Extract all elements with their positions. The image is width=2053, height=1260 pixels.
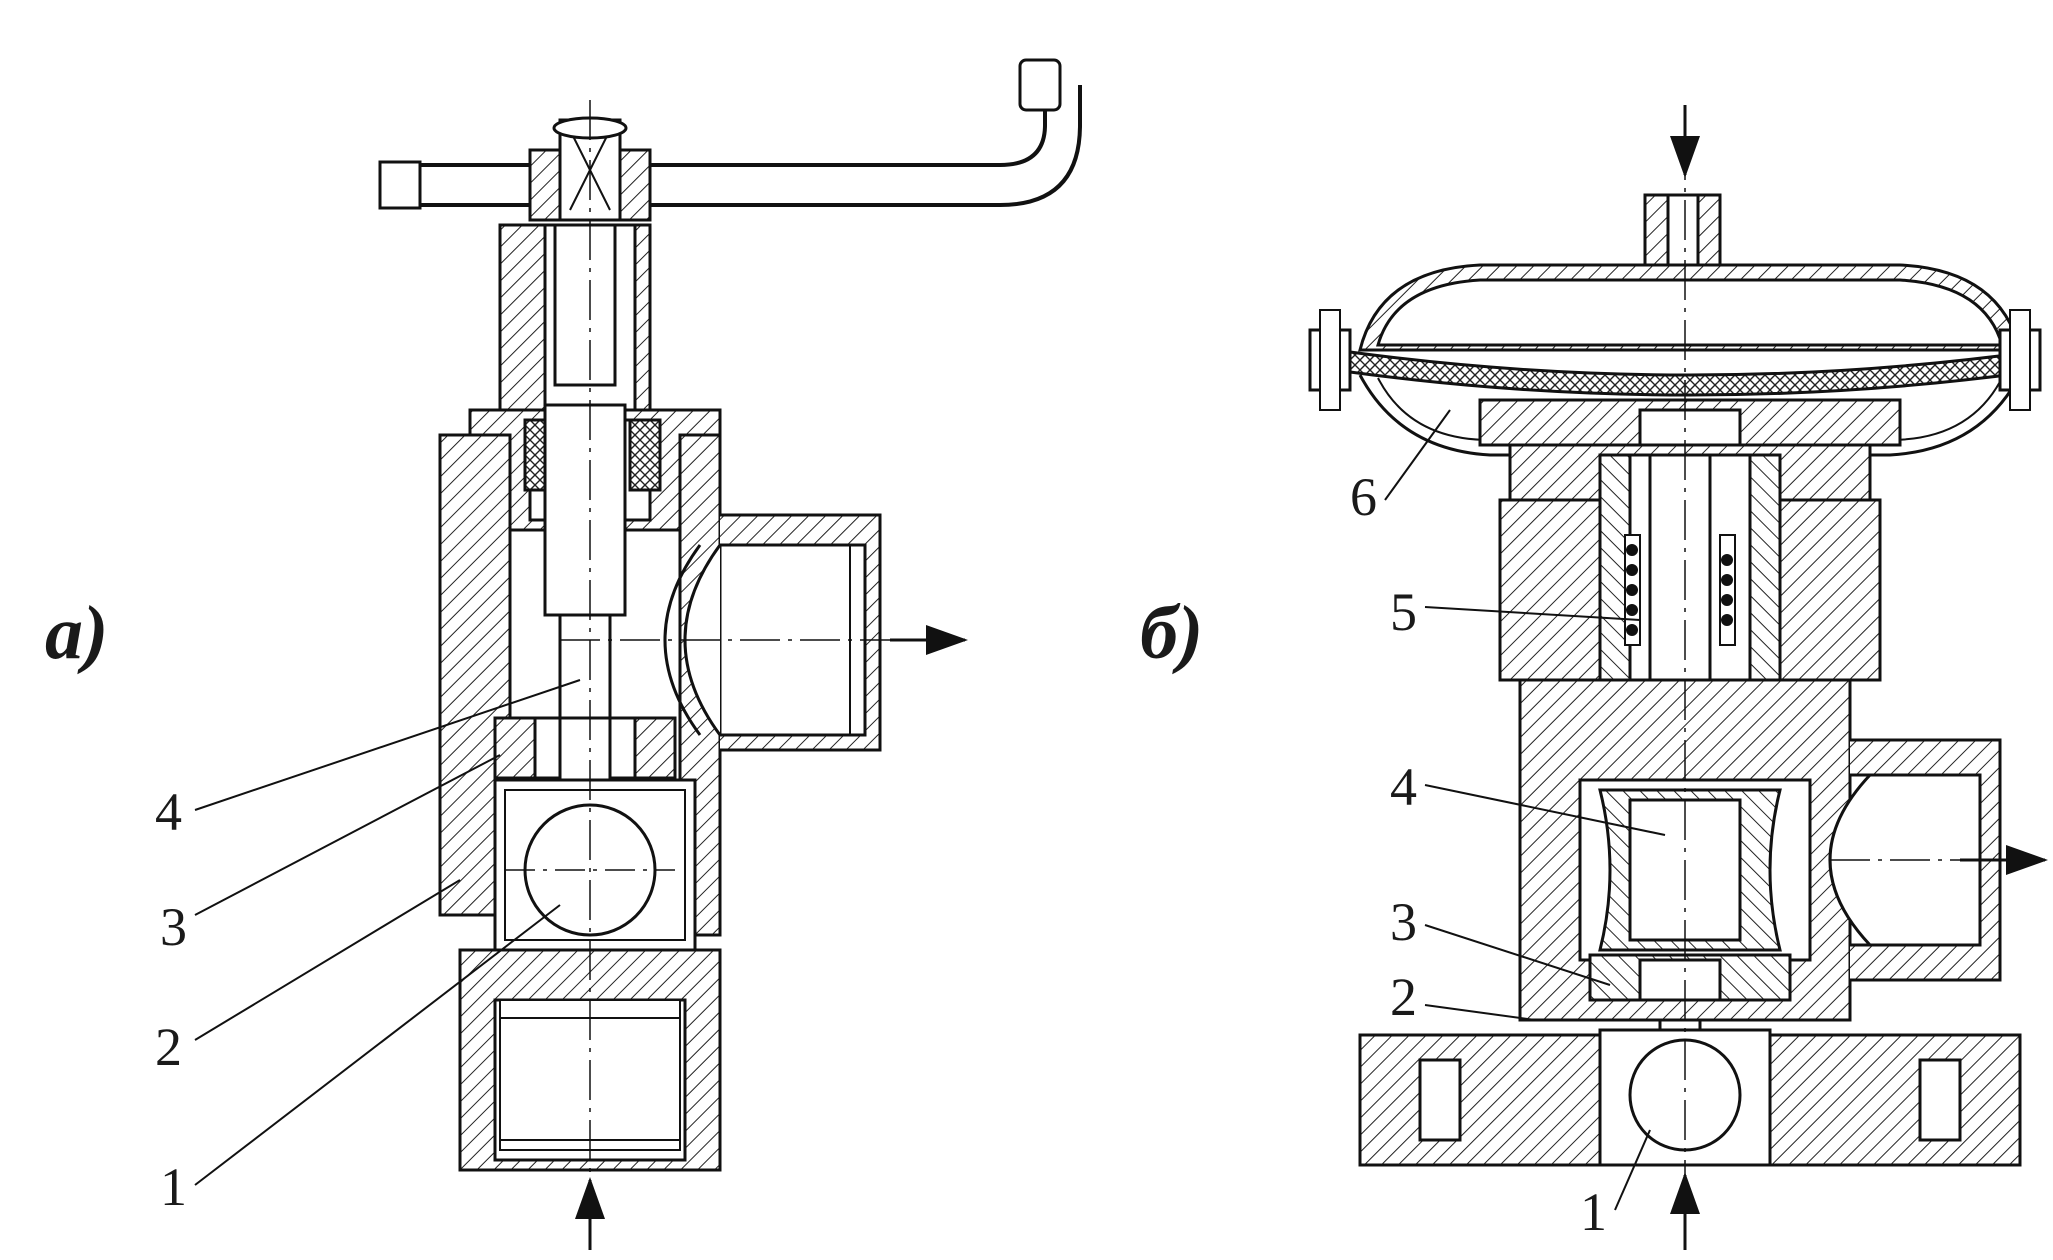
- callout-a-2: 2: [155, 1017, 182, 1077]
- valve-b: [1308, 140, 2042, 1250]
- leader-b-2: [1424, 1004, 1536, 1021]
- panel-label-a: а): [45, 591, 109, 675]
- spring-b: [1624, 534, 1736, 646]
- leader-b-6: [1384, 409, 1451, 501]
- valve-a: [378, 58, 1082, 1180]
- callout-b-3: 3: [1390, 892, 1417, 952]
- callout-a-1: 1: [160, 1157, 187, 1217]
- callout-b-5: 5: [1390, 582, 1417, 642]
- leader-b-4: [1424, 784, 1666, 836]
- leader-lines-a: [194, 679, 581, 1186]
- callout-b-4: 4: [1390, 757, 1417, 817]
- leader-a-1: [194, 904, 561, 1186]
- leader-b-3: [1424, 924, 1611, 986]
- leader-b-1: [1614, 1129, 1651, 1211]
- callout-a-3: 3: [160, 897, 187, 957]
- callout-b-2: 2: [1390, 967, 1417, 1027]
- callout-b-1: 1: [1580, 1182, 1607, 1242]
- handle-a: [385, 85, 1047, 167]
- callout-b-6: 6: [1350, 467, 1377, 527]
- panel-label-b: б): [1140, 591, 1204, 675]
- leader-b-5: [1424, 606, 1641, 621]
- leader-a-3: [194, 754, 501, 916]
- leader-a-2: [194, 879, 461, 1041]
- diaphragm-b: [1348, 350, 2032, 397]
- leader-a-4: [194, 679, 581, 811]
- callout-a-4: 4: [155, 782, 182, 842]
- leader-lines-b: [1384, 409, 1666, 1211]
